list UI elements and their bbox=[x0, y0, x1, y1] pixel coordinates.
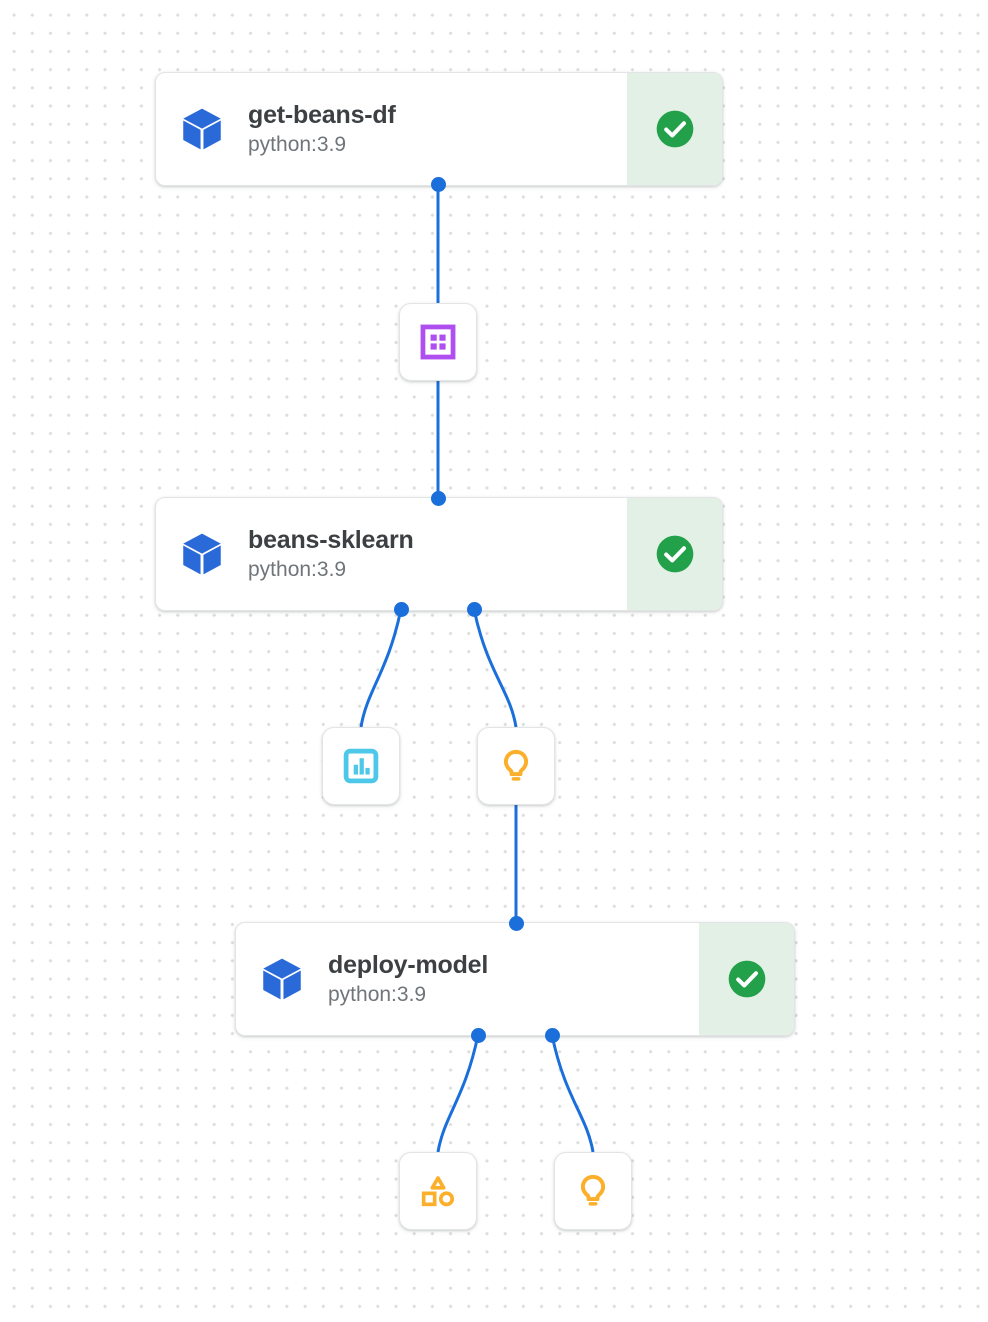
task-node-deploy-model[interactable]: deploy-model python:3.9 bbox=[235, 922, 795, 1036]
dataset-icon bbox=[420, 324, 456, 360]
check-circle-icon bbox=[656, 110, 693, 148]
status-badge-success[interactable] bbox=[627, 498, 722, 610]
edge-deploy-model-to-classification bbox=[436, 1034, 480, 1153]
task-node-title: get-beans-df bbox=[248, 100, 396, 129]
lightbulb-icon bbox=[503, 749, 529, 781]
status-badge-success[interactable] bbox=[627, 73, 722, 185]
input-port-deploy-model[interactable] bbox=[509, 916, 524, 931]
task-node-text: beans-sklearn python:3.9 bbox=[248, 498, 627, 610]
lightbulb-icon bbox=[580, 1174, 606, 1206]
output-port-beans-sklearn-model[interactable] bbox=[467, 602, 482, 617]
edge-deploy-model-to-endpoint bbox=[550, 1034, 595, 1153]
artifact-node-metrics[interactable] bbox=[322, 727, 400, 805]
artifact-node-model[interactable] bbox=[477, 727, 555, 805]
bar-chart-icon bbox=[343, 748, 379, 784]
cube-icon bbox=[156, 498, 248, 610]
task-node-title: deploy-model bbox=[328, 950, 489, 979]
task-node-get-beans-df[interactable]: get-beans-df python:3.9 bbox=[155, 72, 723, 186]
task-node-beans-sklearn[interactable]: beans-sklearn python:3.9 bbox=[155, 497, 723, 611]
check-circle-icon bbox=[656, 535, 693, 573]
check-circle-icon bbox=[728, 960, 765, 998]
cube-icon bbox=[156, 73, 248, 185]
task-node-subtitle: python:3.9 bbox=[248, 133, 347, 157]
artifact-node-classification[interactable] bbox=[399, 1152, 477, 1230]
cube-icon bbox=[236, 923, 328, 1035]
input-port-beans-sklearn[interactable] bbox=[431, 491, 446, 506]
output-port-deploy-model-endpoint[interactable] bbox=[545, 1028, 560, 1043]
task-node-text: get-beans-df python:3.9 bbox=[248, 73, 627, 185]
task-node-subtitle: python:3.9 bbox=[328, 983, 427, 1007]
output-port-deploy-model-classification[interactable] bbox=[471, 1028, 486, 1043]
edge-beans-sklearn-to-model bbox=[472, 608, 518, 728]
task-node-text: deploy-model python:3.9 bbox=[328, 923, 699, 1035]
edge-beans-sklearn-to-metrics bbox=[359, 608, 403, 728]
task-node-subtitle: python:3.9 bbox=[248, 558, 347, 582]
status-badge-success[interactable] bbox=[699, 923, 794, 1035]
artifact-node-dataset[interactable] bbox=[399, 303, 477, 381]
shapes-icon bbox=[421, 1176, 455, 1207]
task-node-title: beans-sklearn bbox=[248, 525, 414, 554]
artifact-node-endpoint[interactable] bbox=[554, 1152, 632, 1230]
output-port-beans-sklearn-metrics[interactable] bbox=[394, 602, 409, 617]
output-port-get-beans-df[interactable] bbox=[431, 177, 446, 192]
